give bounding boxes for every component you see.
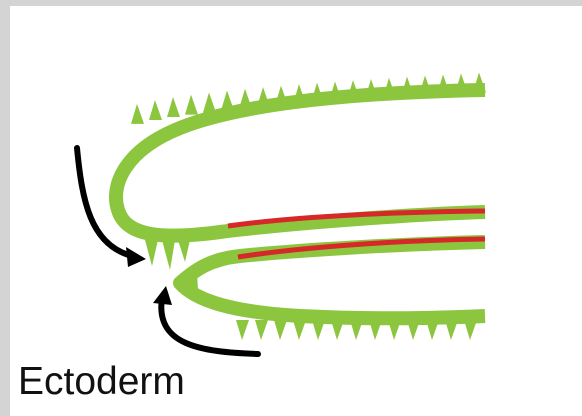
arrow-lower-head bbox=[153, 286, 172, 305]
lower-spike bbox=[255, 320, 268, 340]
lower-spike bbox=[274, 320, 287, 340]
ectoderm-label: Ectoderm bbox=[18, 360, 185, 404]
upper-spike bbox=[149, 100, 162, 120]
lower-ectoderm bbox=[180, 242, 485, 340]
upper-spike bbox=[167, 97, 180, 117]
lower-spike bbox=[236, 320, 249, 340]
lower-spike bbox=[331, 320, 344, 340]
lower-spike bbox=[388, 320, 401, 340]
lower-spike bbox=[426, 320, 439, 340]
lower-spike bbox=[369, 320, 382, 340]
lower-spike bbox=[407, 320, 420, 340]
upper-spike bbox=[185, 95, 198, 115]
upper-spike bbox=[131, 104, 144, 124]
lower-spike bbox=[293, 320, 306, 340]
lower-spike bbox=[464, 320, 477, 340]
upper-spike bbox=[275, 86, 288, 106]
upper-spike bbox=[203, 92, 216, 112]
lower-spike bbox=[312, 320, 325, 340]
lower-ectoderm-outline bbox=[180, 242, 485, 318]
upper-spike bbox=[257, 87, 270, 107]
upper-spike bbox=[221, 91, 234, 111]
lower-spike bbox=[445, 320, 458, 340]
lower-spike bbox=[350, 320, 363, 340]
upper-spike bbox=[473, 72, 486, 92]
lip-spikes bbox=[145, 240, 198, 290]
upper-spike bbox=[239, 89, 252, 109]
arrow-upper-head bbox=[126, 247, 146, 267]
